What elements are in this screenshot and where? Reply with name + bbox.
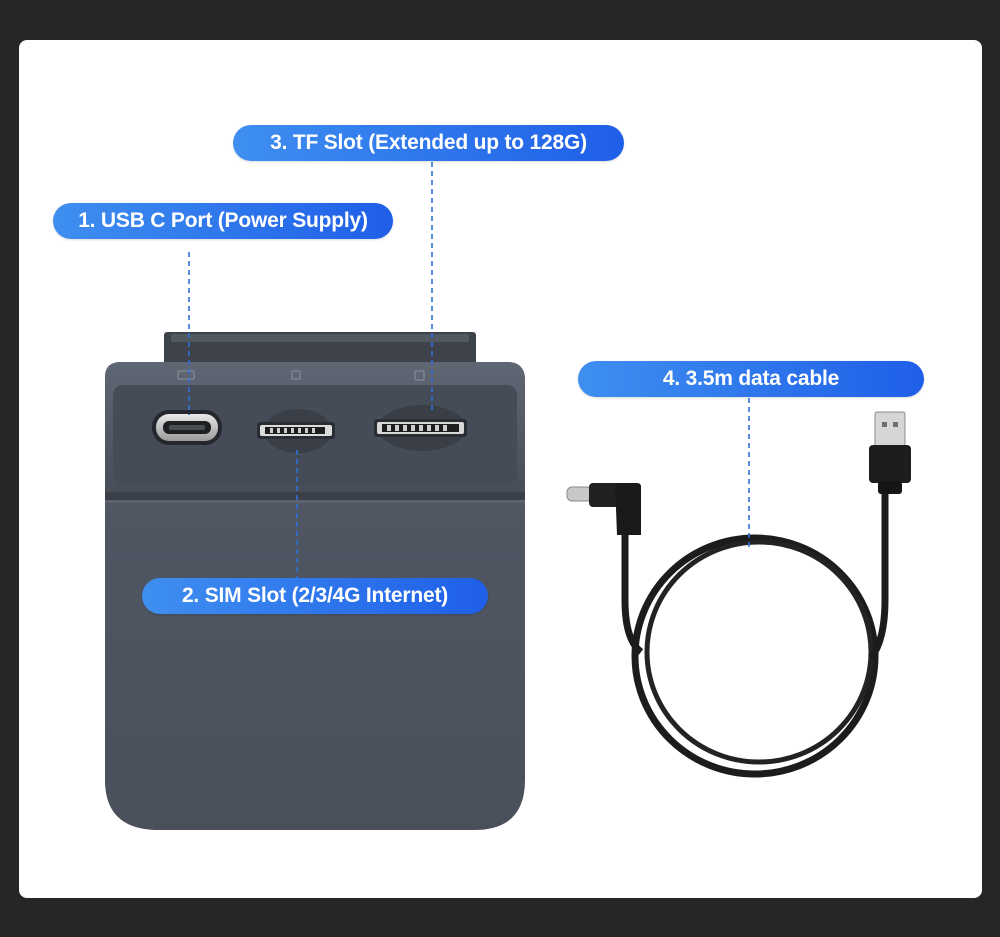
tf-slot-callout: 3. TF Slot (Extended up to 128G) — [233, 125, 624, 161]
tf-slot — [374, 405, 467, 451]
usb-a-connector — [869, 411, 911, 494]
data-cable-callout: 4. 3.5m data cable — [578, 361, 924, 397]
usb-c-port-callout: 1. USB C Port (Power Supply) — [53, 203, 393, 239]
usb-c-connector — [566, 483, 641, 535]
sim-slot — [257, 409, 335, 453]
sim-slot-callout: 2. SIM Slot (2/3/4G Internet) — [142, 578, 488, 614]
usb-marking-icon — [177, 370, 195, 380]
product-panel: 3. TF Slot (Extended up to 128G) 1. USB … — [19, 40, 982, 898]
sim-marking-icon — [291, 370, 301, 380]
usb-c-port — [152, 410, 222, 445]
data-cable — [566, 411, 911, 778]
tf-marking-icon — [414, 370, 425, 381]
product-illustration — [105, 162, 911, 830]
